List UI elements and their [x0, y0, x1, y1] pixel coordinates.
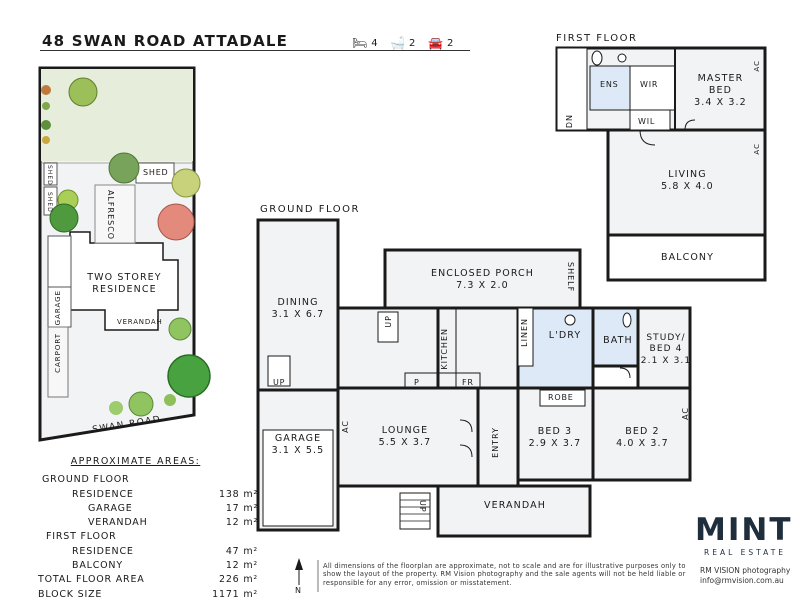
lawn-area [41, 69, 193, 161]
first-floor-title: FIRST FLOOR [556, 33, 638, 44]
north-label: N [295, 586, 301, 595]
bed-count: 🛏4 [352, 36, 378, 50]
walk-in-robe-label: WIR [640, 80, 659, 89]
verandah-steps-up-label: UP [418, 500, 427, 513]
area-row: GROUND FLOOR [42, 474, 130, 486]
site-shed2-label: SHED [46, 165, 53, 186]
mint-logo: MINT [695, 512, 793, 548]
ground-floor-title: GROUND FLOOR [260, 204, 360, 215]
kitchen-label: KITCHEN [440, 328, 449, 370]
stairs-down-label: DN [565, 114, 574, 129]
first-floor-plan [555, 46, 767, 282]
ensuite-label: ENS [600, 80, 619, 89]
ground-floor-plan [256, 218, 692, 538]
pantry-label: P [414, 378, 420, 387]
disclaimer-text: All dimensions of the floorplan are appr… [323, 562, 686, 587]
ac-lounge-label: AC [341, 420, 350, 433]
site-carport-label: CARPORT [54, 333, 62, 373]
laundry-label: L'DRY [548, 330, 582, 341]
ac-master-label: AC [753, 60, 761, 72]
ensuite-floor [589, 65, 631, 111]
shelf-label: SHELF [566, 262, 575, 293]
car-count: 🚘2 [428, 36, 454, 50]
house-footprint [69, 231, 179, 331]
site-trees [41, 77, 211, 417]
property-title: 48 SWAN ROAD ATTADALE [42, 32, 289, 50]
bath-label: BATH [603, 335, 633, 346]
areas-heading: APPROXIMATE AREAS: [70, 456, 201, 467]
balcony-label: BALCONY [660, 252, 715, 263]
dining-stairs-up-label: UP [273, 378, 286, 387]
site-verandah-label: VERANDAH [117, 318, 163, 326]
verandah-label: VERANDAH [484, 500, 546, 511]
linen-label: LINEN [520, 318, 529, 347]
ac-living-label: AC [753, 143, 761, 155]
area-row: FIRST FLOOR [46, 531, 117, 543]
walk-in-linen-label: WIL [638, 117, 656, 126]
approximate-areas: APPROXIMATE AREAS: GROUND FLOOR RESIDENC… [38, 455, 258, 602]
entry-label: ENTRY [491, 427, 500, 458]
site-shed3-label: SHED [46, 192, 53, 213]
title-underline [40, 50, 470, 51]
brand-subtitle: REAL ESTATE [704, 548, 787, 557]
site-alfresco-label: ALFRESCO [106, 190, 115, 241]
fridge-label: FR [462, 378, 474, 387]
bed-icon: 🛏 [352, 36, 368, 50]
robe-label: ROBE [548, 393, 574, 402]
ac-bed2-label: AC [681, 407, 690, 420]
site-shed-label: SHED [143, 168, 169, 177]
bath-icon: 🛁 [390, 36, 405, 50]
site-garage-label: GARAGE [54, 290, 62, 326]
site-plan [38, 66, 211, 442]
north-arrow [295, 558, 303, 585]
bath-count: 🛁2 [390, 36, 416, 50]
stairs-up-label: UP [384, 315, 393, 328]
car-icon: 🚘 [428, 36, 443, 50]
photography-credits: RM VISION photography info@rmvision.com.… [700, 566, 791, 585]
